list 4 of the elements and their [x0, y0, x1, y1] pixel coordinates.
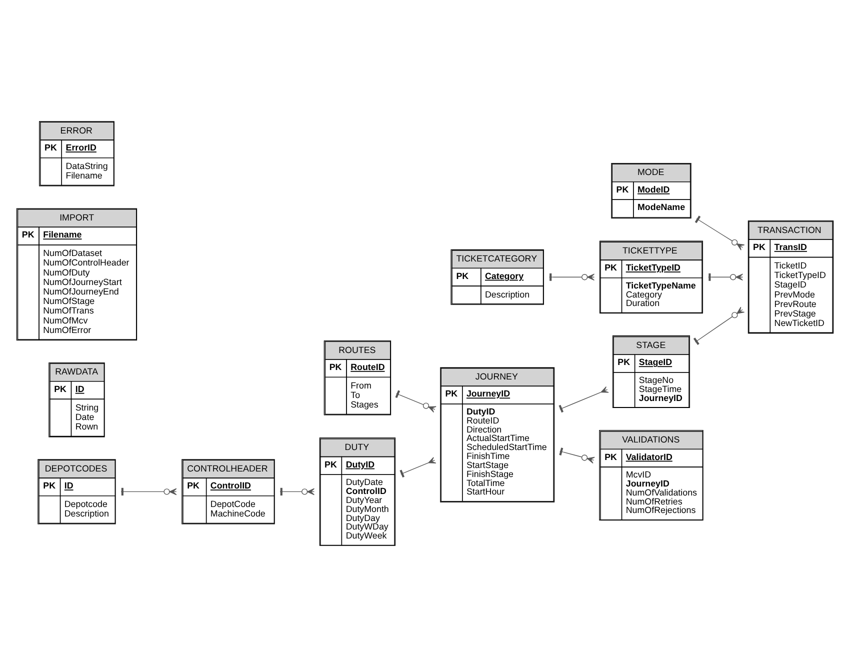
connector: [694, 216, 745, 250]
connector: [558, 386, 609, 413]
connector: [400, 457, 436, 478]
connector: [559, 448, 595, 464]
